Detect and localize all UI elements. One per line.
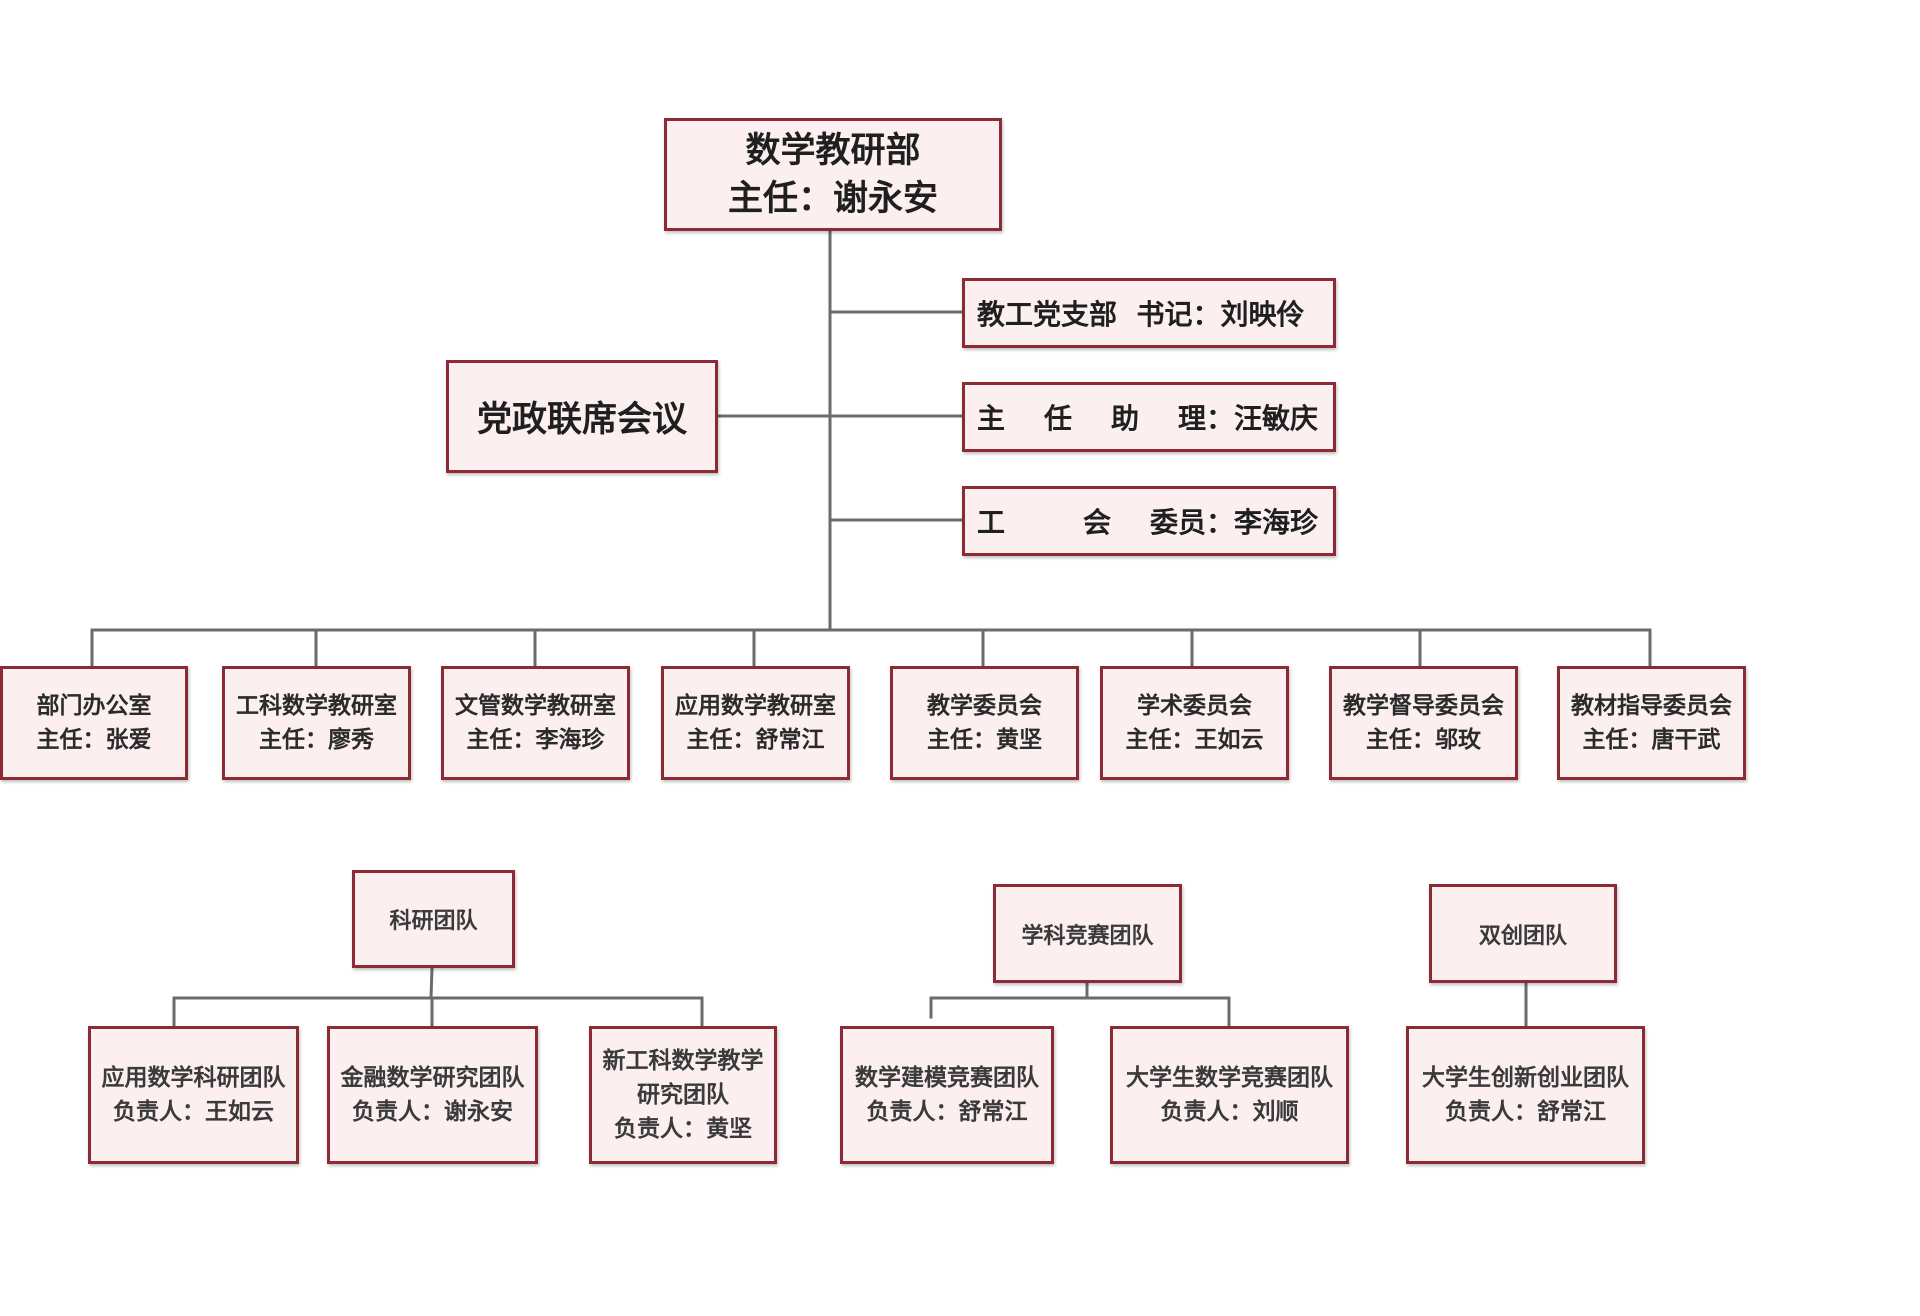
member-line: 数学建模竞赛团队 <box>855 1065 1039 1091</box>
member-line: 负责人：黄坚 <box>614 1116 752 1142</box>
dept-name: 教学督导委员会 <box>1343 693 1504 719</box>
member-line: 负责人：王如云 <box>113 1099 274 1125</box>
team-name: 科研团队 <box>389 909 478 934</box>
dept-office: 部门办公室 主任：张爱 <box>0 666 188 780</box>
dept-name: 学术委员会 <box>1137 693 1252 719</box>
dept-textbook-committee: 教材指导委员会 主任：唐干武 <box>1557 666 1746 780</box>
team-research: 科研团队 <box>352 870 515 968</box>
side-role-union: 工 会 委员：李海珍 <box>962 486 1336 556</box>
member-line: 金融数学研究团队 <box>340 1065 525 1091</box>
council-name: 党政联席会议 <box>476 400 687 440</box>
dept-head: 主任：黄坚 <box>927 727 1042 753</box>
member-line: 新工科数学教学 <box>602 1048 764 1074</box>
dept-head: 主任：邬玫 <box>1366 727 1481 753</box>
dept-liberal-math: 文管数学教研室 主任：李海珍 <box>441 666 630 780</box>
team-member-applied-research: 应用数学科研团队 负责人：王如云 <box>88 1026 299 1164</box>
research-trunk <box>429 966 434 1000</box>
member-line: 负责人：舒常江 <box>866 1099 1028 1125</box>
side-role-assistant: 主 任 助 理：汪敏庆 <box>962 382 1336 452</box>
team-name: 双创团队 <box>1478 923 1567 949</box>
dept-name: 文管数学教研室 <box>455 693 616 719</box>
council-node: 党政联席会议 <box>446 360 718 473</box>
root-name: 数学教研部 <box>745 130 921 171</box>
member-line: 应用数学科研团队 <box>101 1065 286 1091</box>
team-member-modeling: 数学建模竞赛团队 负责人：舒常江 <box>840 1026 1054 1164</box>
team-member-new-engineering: 新工科数学教学 研究团队 负责人：黄坚 <box>589 1026 777 1164</box>
dept-head: 主任：张爱 <box>36 727 152 753</box>
side-role-party-branch: 教工党支部 书记：刘映伶 <box>962 278 1336 348</box>
member-line: 负责人：刘顺 <box>1160 1099 1299 1125</box>
member-line: 研究团队 <box>637 1082 729 1108</box>
side-role-label: 主 任 助 理：汪敏庆 <box>977 402 1318 435</box>
team-competition: 学科竞赛团队 <box>993 884 1182 983</box>
member-line: 大学生创新创业团队 <box>1422 1065 1629 1091</box>
dept-engineering-math: 工科数学教研室 主任：廖秀 <box>222 666 411 780</box>
dept-teaching-committee: 教学委员会 主任：黄坚 <box>890 666 1079 780</box>
member-line: 负责人：谢永安 <box>352 1099 513 1125</box>
side-role-label: 教工党支部 书记：刘映伶 <box>977 298 1305 331</box>
team-name: 学科竞赛团队 <box>1021 923 1154 949</box>
dept-head: 主任：舒常江 <box>686 727 825 753</box>
member-line: 负责人：舒常江 <box>1445 1099 1606 1125</box>
dept-name: 应用数学教研室 <box>675 693 836 719</box>
team-member-math-contest: 大学生数学竞赛团队 负责人：刘顺 <box>1110 1026 1349 1164</box>
dept-name: 工科数学教研室 <box>236 693 397 719</box>
team-innovation: 双创团队 <box>1429 884 1617 983</box>
dept-head: 主任：王如云 <box>1125 727 1264 753</box>
dept-name: 教材指导委员会 <box>1571 693 1732 719</box>
root-head: 主任：谢永安 <box>727 178 938 219</box>
dept-name: 教学委员会 <box>927 693 1042 719</box>
dept-applied-math: 应用数学教研室 主任：舒常江 <box>661 666 850 780</box>
member-line: 大学生数学竞赛团队 <box>1126 1065 1333 1091</box>
dept-head: 主任：李海珍 <box>466 727 605 753</box>
side-role-label: 工 会 委员：李海珍 <box>977 506 1318 539</box>
team-member-innovation: 大学生创新创业团队 负责人：舒常江 <box>1406 1026 1645 1164</box>
team-member-finance-research: 金融数学研究团队 负责人：谢永安 <box>327 1026 538 1164</box>
dept-head: 主任：唐干武 <box>1582 727 1721 753</box>
dept-academic-committee: 学术委员会 主任：王如云 <box>1100 666 1289 780</box>
root-node: 数学教研部 主任：谢永安 <box>664 118 1002 231</box>
dept-supervision-committee: 教学督导委员会 主任：邬玫 <box>1329 666 1518 780</box>
dept-head: 主任：廖秀 <box>259 727 374 753</box>
dept-name: 部门办公室 <box>36 693 152 719</box>
